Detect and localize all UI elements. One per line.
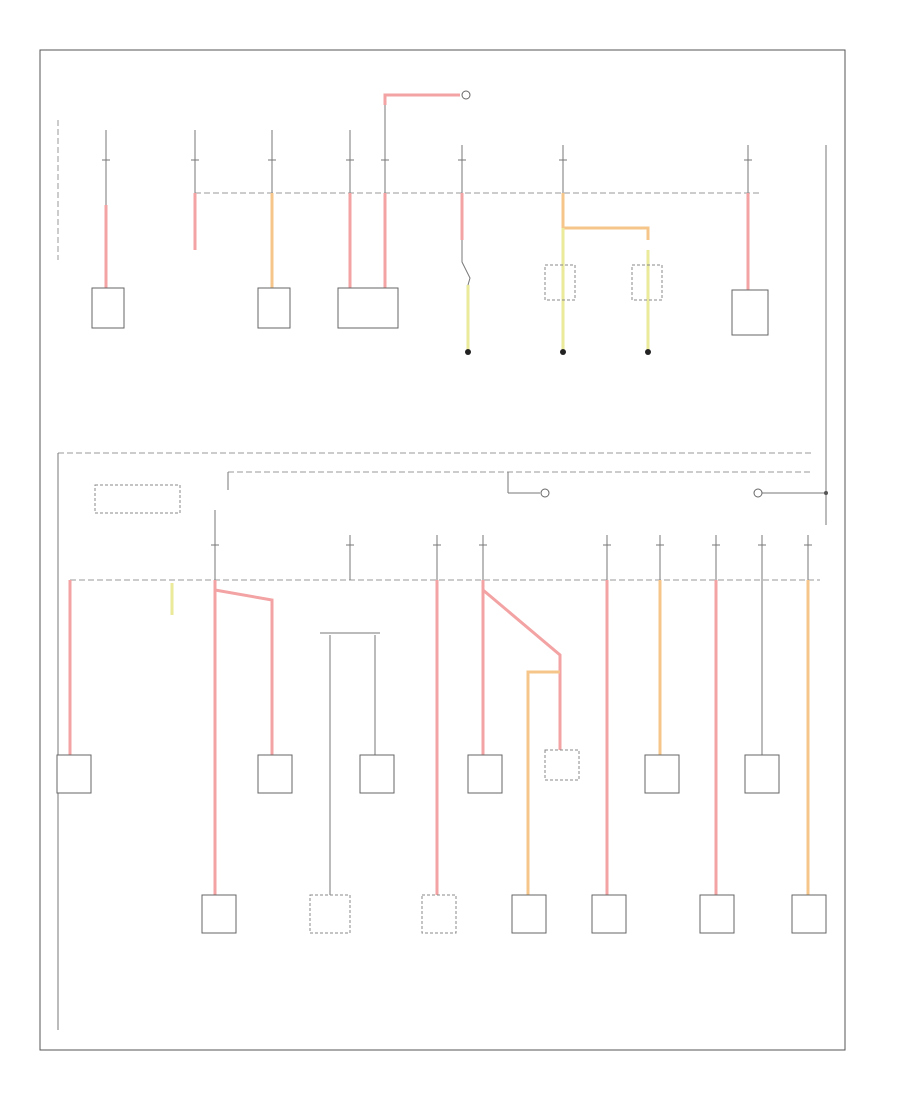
component-box — [201, 894, 237, 934]
switch-icon — [461, 240, 471, 286]
middle-bus — [57, 452, 828, 1030]
top-splice-icon — [461, 90, 471, 100]
component-box — [591, 894, 627, 934]
wire — [214, 588, 274, 755]
component-box — [791, 894, 827, 934]
component-box — [421, 894, 457, 934]
component-box — [359, 754, 395, 794]
relay-icon — [631, 264, 663, 301]
ground-icon — [560, 349, 566, 355]
lower-section — [56, 510, 827, 934]
component-box — [511, 894, 547, 934]
component-box — [257, 754, 293, 794]
top-section — [57, 90, 827, 525]
splice-icon — [753, 488, 763, 498]
ground-icon — [645, 349, 651, 355]
component-box — [56, 754, 92, 794]
component-box — [744, 754, 780, 794]
wire — [561, 193, 650, 240]
component-box — [257, 287, 291, 329]
splice-icon — [540, 488, 550, 498]
wire — [526, 670, 560, 895]
component-box — [644, 754, 680, 794]
component-box — [731, 289, 769, 336]
ground-icon — [465, 349, 471, 355]
top-feed-wire — [383, 93, 460, 105]
connector-icon — [94, 484, 181, 514]
component-box — [699, 894, 735, 934]
component-box — [337, 287, 399, 329]
component-box — [309, 894, 351, 934]
component-box — [91, 287, 125, 329]
diagram-frame — [39, 49, 846, 1051]
relay-icon — [544, 264, 576, 301]
top-fuse-stubs — [105, 105, 749, 205]
component-box — [467, 754, 503, 794]
wire — [482, 588, 562, 750]
component-box — [544, 749, 580, 781]
lower-fuse-stubs — [214, 510, 809, 580]
splice-dot-icon — [824, 491, 828, 495]
